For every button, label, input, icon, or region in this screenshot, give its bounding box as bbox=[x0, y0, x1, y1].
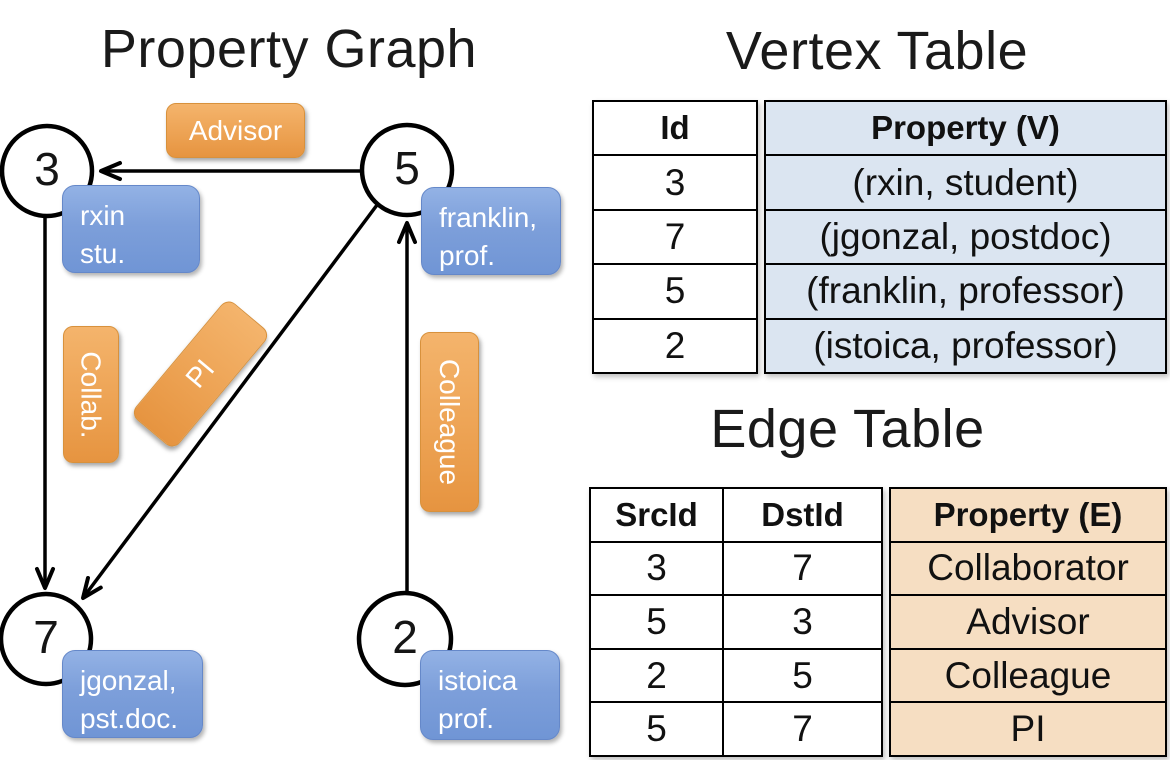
vertex-table-cell-property: (rxin, student) bbox=[766, 154, 1165, 208]
edge-table-cell-dst: 5 bbox=[792, 654, 813, 696]
vertex-property-line: istoica bbox=[438, 665, 518, 696]
vertex-table-cell-property: (istoica, professor) bbox=[766, 317, 1165, 372]
vertex-property-box-rxin: rxin stu. bbox=[62, 185, 200, 273]
edge-label-colleague-text: Colleague bbox=[434, 358, 466, 486]
edge-table-cell-property: Collaborator bbox=[891, 540, 1165, 595]
edge-label-pi-text: PI bbox=[179, 353, 221, 394]
edge-table-header-srcid: SrcId bbox=[591, 489, 724, 541]
vertex-id-7: 7 bbox=[33, 611, 59, 664]
vertex-property-box-jgonzal: jgonzal, pst.doc. bbox=[62, 650, 203, 738]
vertex-property-box-istoica: istoica prof. bbox=[420, 650, 560, 740]
edge-table-src-dst-columns: SrcId DstId 3 7 5 3 2 5 5 7 bbox=[589, 487, 883, 757]
vertex-table-title: Vertex Table bbox=[725, 21, 1029, 81]
vertex-table-cell-property: (jgonzal, postdoc) bbox=[766, 208, 1165, 263]
vertex-property-line: stu. bbox=[80, 237, 126, 269]
edge-table-cell-property: PI bbox=[891, 701, 1165, 755]
edge-table-header-property: Property (E) bbox=[933, 495, 1123, 533]
edge-label-collab: Collab. bbox=[63, 326, 119, 463]
vertex-table-property-column: Property (V) (rxin, student) (jgonzal, p… bbox=[764, 100, 1167, 374]
vertex-table-cell-id: 3 bbox=[594, 154, 756, 208]
vertex-id-3: 3 bbox=[34, 143, 60, 196]
edge-table-cell-property: Advisor bbox=[891, 594, 1165, 648]
vertex-property-line: pst.doc. bbox=[80, 702, 179, 734]
edge-table-cell-src: 5 bbox=[591, 703, 724, 755]
edge-pi-5-to-7 bbox=[81, 203, 379, 600]
edge-table-cell-property: Colleague bbox=[891, 647, 1165, 702]
vertex-table-cell-property: (franklin, professor) bbox=[766, 263, 1165, 317]
vertex-id-2: 2 bbox=[392, 611, 418, 664]
vertex-table-cell-id: 5 bbox=[594, 263, 756, 317]
vertex-property-line: franklin, bbox=[439, 202, 538, 233]
edge-label-advisor-text: Advisor bbox=[188, 114, 283, 146]
property-graph-title: Property Graph bbox=[100, 19, 478, 79]
vertex-table-header-property: Property (V) bbox=[871, 109, 1060, 147]
edge-table-title: Edge Table bbox=[710, 399, 985, 459]
edge-table-property-column: Property (E) Collaborator Advisor Collea… bbox=[889, 487, 1167, 757]
vertex-property-line: prof. bbox=[439, 239, 496, 271]
vertex-property-line: jgonzal, bbox=[80, 665, 177, 696]
vertex-property-box-franklin: franklin, prof. bbox=[421, 187, 561, 275]
edge-table-header-dstid: DstId bbox=[761, 495, 844, 533]
vertex-table-header-id: Id bbox=[660, 109, 690, 147]
vertex-property-line: rxin bbox=[80, 200, 126, 231]
edge-label-advisor: Advisor bbox=[166, 103, 305, 158]
vertex-table-cell-id: 7 bbox=[594, 208, 756, 263]
edge-label-collab-text: Collab. bbox=[76, 350, 108, 439]
edge-label-colleague: Colleague bbox=[420, 332, 479, 512]
edge-table-cell-dst: 7 bbox=[792, 708, 813, 750]
vertex-table-cell-id: 2 bbox=[594, 317, 756, 372]
edge-table-cell-dst: 3 bbox=[792, 600, 813, 642]
edge-table-cell-src: 2 bbox=[591, 649, 724, 702]
vertex-table-id-column: Id 3 7 5 2 bbox=[592, 100, 758, 374]
vertex-property-line: prof. bbox=[438, 702, 495, 734]
vertex-id-5: 5 bbox=[394, 142, 420, 195]
edge-table-cell-dst: 7 bbox=[792, 547, 813, 589]
edge-table-cell-src: 3 bbox=[591, 542, 724, 595]
edge-table-cell-src: 5 bbox=[591, 596, 724, 648]
